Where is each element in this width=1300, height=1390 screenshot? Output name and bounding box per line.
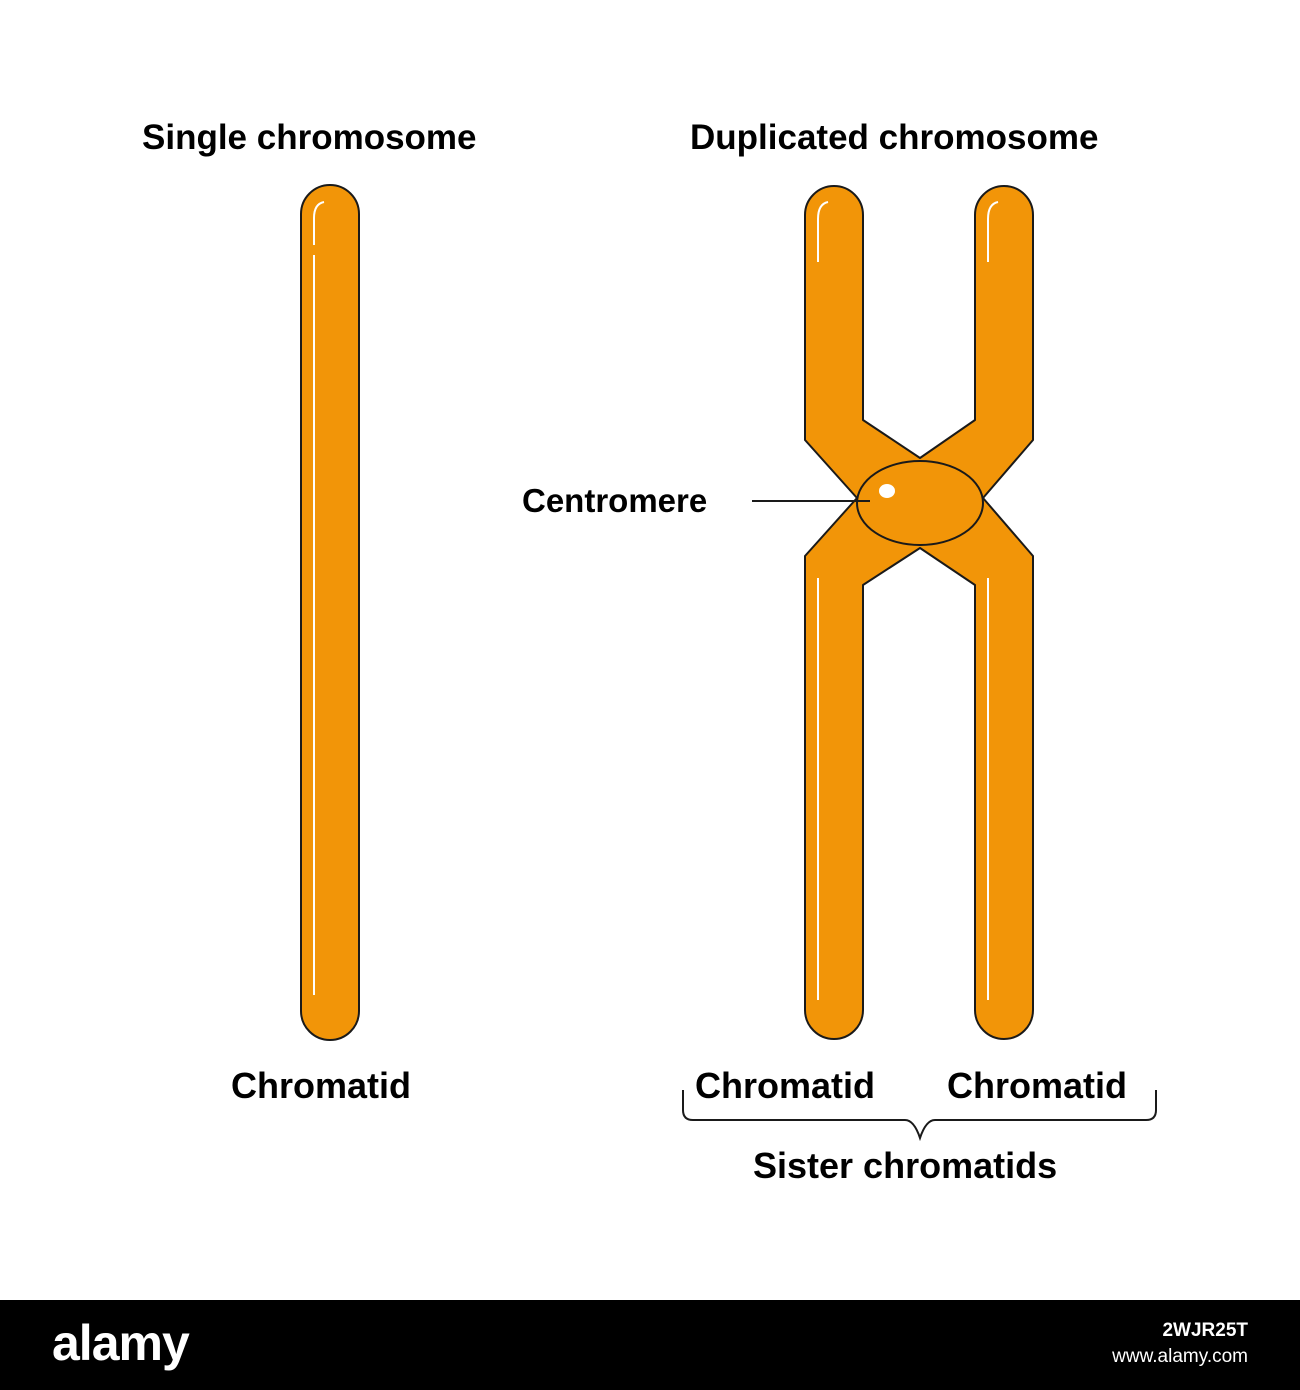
left-chromatid-label: Chromatid [695, 1065, 875, 1106]
duplicated-chromosome-title: Duplicated chromosome [690, 118, 1099, 157]
diagram-canvas [300, 184, 1157, 1142]
footer-logo: alamy [52, 1315, 190, 1371]
duplicated-chromosome [752, 185, 1034, 1040]
right-chromatid-label: Chromatid [947, 1065, 1127, 1106]
sister-chromatids-label: Sister chromatids [753, 1145, 1058, 1186]
stock-footer-bar: alamy 2WJR25T www.alamy.com [0, 1300, 1300, 1390]
footer-image-id: 2WJR25T [1162, 1320, 1248, 1341]
centromere-label: Centromere [522, 482, 708, 519]
right-top-highlight [987, 201, 999, 262]
sister-chromatids-brace [682, 1090, 1157, 1142]
single-chromatid-highlight-top [313, 201, 325, 245]
single-chromatid-label: Chromatid [231, 1065, 411, 1106]
single-chromosome-title: Single chromosome [142, 118, 477, 157]
centromere-highlight [879, 484, 895, 498]
footer-url: www.alamy.com [1112, 1346, 1248, 1367]
single-chromatid-shape [300, 184, 360, 1041]
chromosome-diagram: Single chromosome Duplicated chromosome … [142, 118, 1157, 1186]
left-top-highlight [817, 201, 829, 262]
centromere [856, 460, 984, 546]
duplicated-chromosome-shape [804, 185, 1034, 1040]
single-chromosome [300, 184, 360, 1041]
